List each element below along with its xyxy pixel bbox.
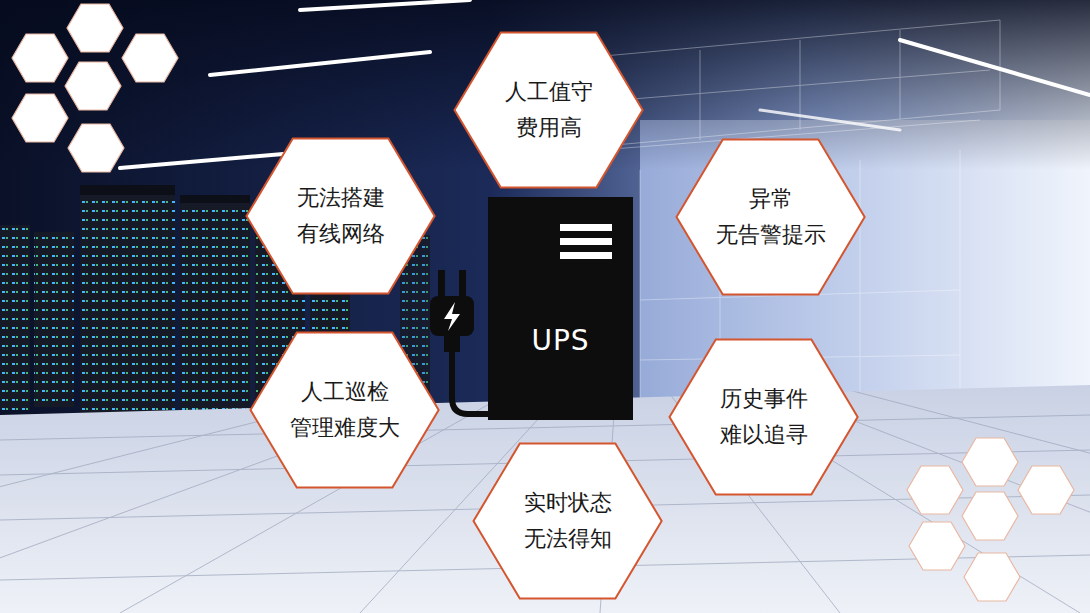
lightning-symbol xyxy=(444,302,460,331)
server-rack xyxy=(34,232,74,407)
rack-top xyxy=(80,185,175,195)
decor-hexagon xyxy=(68,124,124,172)
decor-hexagon xyxy=(1018,466,1074,514)
ups-cabinet xyxy=(488,197,633,420)
ups-vent-bar xyxy=(560,252,612,259)
decor-hexagon xyxy=(12,34,68,82)
problem-hexagon: 无法搭建 有线网络 xyxy=(245,137,436,295)
hexagon-shape xyxy=(247,139,435,294)
wireframe-duct xyxy=(600,30,990,150)
hexagon-outline xyxy=(249,331,440,489)
decor-hexagon xyxy=(122,34,178,82)
decor-hexagon xyxy=(962,492,1018,540)
plug-prong xyxy=(459,270,466,300)
decor-hexagon xyxy=(65,62,121,110)
hexagon-label: 人工值守 费用高 xyxy=(487,74,610,147)
ceiling-light xyxy=(210,52,430,75)
hexagon-shape xyxy=(455,33,643,188)
ceiling-light xyxy=(900,40,1090,95)
decor-hexagon xyxy=(907,466,963,514)
decor-hexagon xyxy=(962,438,1018,486)
power-cord xyxy=(452,350,490,414)
problem-hexagon: 实时状态 无法得知 xyxy=(472,442,663,600)
problem-hexagon: 人工值守 费用高 xyxy=(453,31,644,189)
hexagon-shape xyxy=(474,444,662,599)
hexagon-shape xyxy=(670,340,858,495)
decor-hexagon xyxy=(12,94,68,142)
hexagon-label: 实时状态 无法得知 xyxy=(506,485,629,558)
hexagon-outline xyxy=(453,31,644,189)
hexagon-outline xyxy=(675,138,866,296)
hexagon-label: 历史事件 难以追寻 xyxy=(702,381,825,454)
ceiling-light xyxy=(300,0,470,10)
ups-vent-bar xyxy=(560,224,612,231)
plug-neck xyxy=(444,330,460,352)
decor-hexagon xyxy=(964,553,1020,601)
hexagon-outline xyxy=(668,338,859,496)
hexagon-shape xyxy=(251,333,439,488)
hexagon-outline xyxy=(245,137,436,295)
problem-hexagon: 人工巡检 管理难度大 xyxy=(249,331,440,489)
ceiling-light xyxy=(760,110,900,130)
decor-hexagon xyxy=(909,522,965,570)
hexagon-outline xyxy=(472,442,663,600)
problem-hexagon: 历史事件 难以追寻 xyxy=(668,338,859,496)
ups-illustration xyxy=(430,197,633,420)
hexagon-shape xyxy=(677,140,865,295)
rack-top xyxy=(180,195,250,203)
hexagon-label: 异常 无告警提示 xyxy=(709,181,832,254)
hexagon-label: 无法搭建 有线网络 xyxy=(279,180,402,253)
plug-prong xyxy=(438,270,445,300)
ups-label: UPS xyxy=(531,324,589,358)
ups-box: UPS xyxy=(488,197,633,420)
server-rack xyxy=(0,225,30,410)
ups-vent-bar xyxy=(560,238,612,245)
problem-hexagon: 异常 无告警提示 xyxy=(675,138,866,296)
hexagon-label: 人工巡检 管理难度大 xyxy=(283,374,406,447)
decor-hexagon xyxy=(67,4,123,52)
hexagon-decoration xyxy=(12,4,1074,601)
